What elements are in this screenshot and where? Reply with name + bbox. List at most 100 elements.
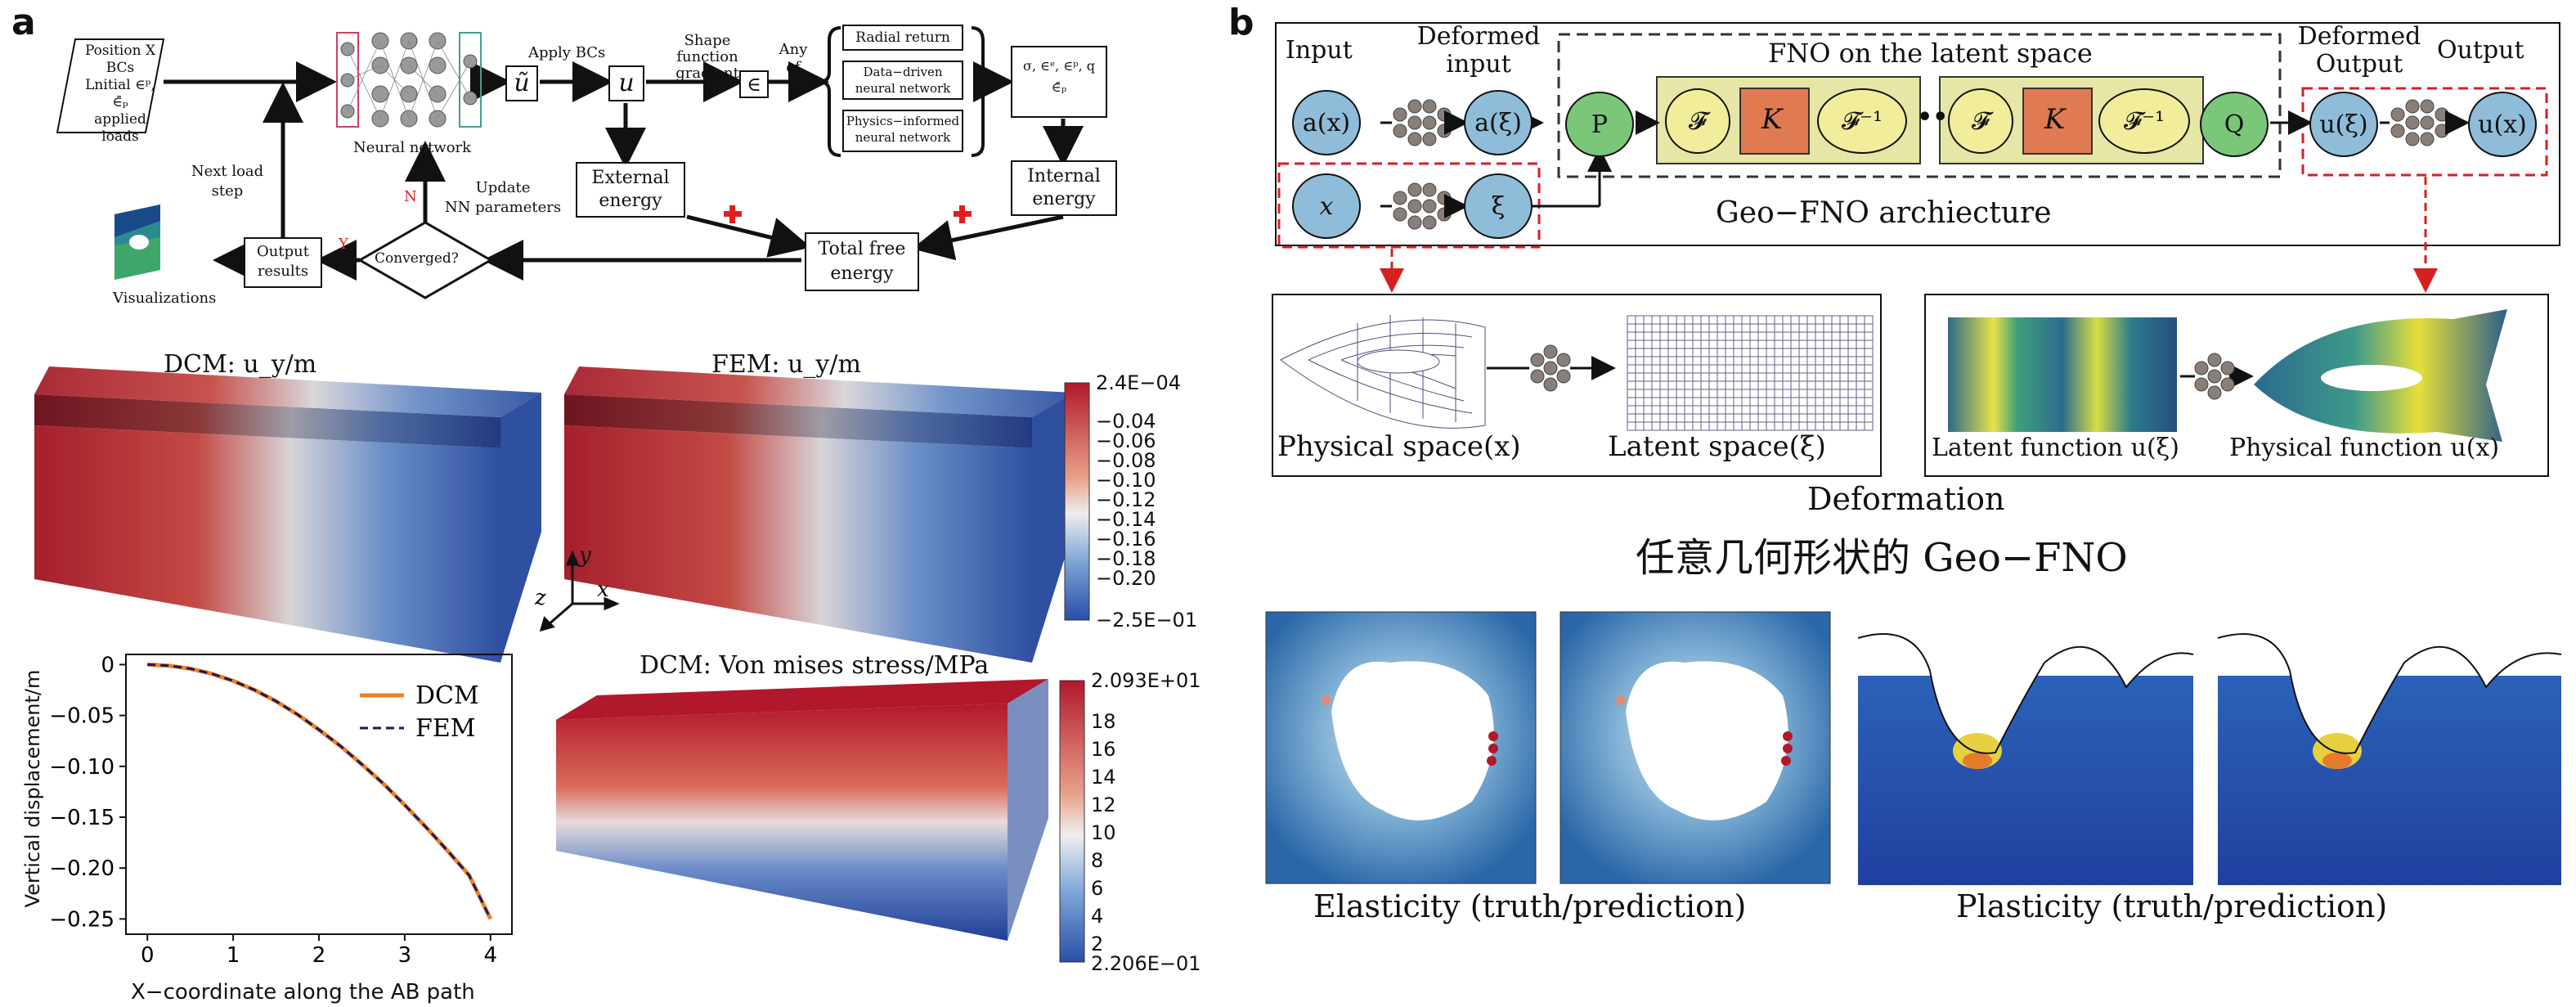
a-x-circle: a(x) [1292, 90, 1361, 155]
data-driven-box: Data−driven neural network [842, 61, 963, 100]
uy-colorbar-tick: −0.20 [1096, 567, 1156, 590]
deformation-label: Deformation [1807, 481, 2005, 517]
x-tick-label: 0 [141, 943, 155, 968]
shape-function-gradient-label: Shape function gradient [675, 32, 739, 82]
uy-colorbar-tick: −0.10 [1096, 469, 1156, 492]
yes-label: Y [339, 236, 348, 253]
y-tick-label: −0.10 [49, 755, 114, 780]
x-circle: x [1292, 173, 1361, 239]
dcm-uy-beam [34, 366, 541, 663]
uy-colorbar-tick: −0.16 [1096, 528, 1156, 551]
a-xi-circle: a(ξ) [1464, 90, 1533, 155]
update-nn-label: Update NN parameters [444, 179, 562, 216]
deformed-input-label: Deformed input [1416, 22, 1541, 79]
stress-title: DCM: Von mises stress/MPa [640, 651, 990, 680]
axis-x-label: x [597, 578, 609, 602]
stress-colorbar-tick: 18 [1091, 710, 1116, 733]
dcm-uy-title: DCM: u_y/m [164, 350, 317, 379]
uy-colorbar-tick: −0.04 [1096, 410, 1156, 433]
plasticity-label: Plasticity (truth/prediction) [1956, 888, 2388, 924]
stress-colorbar-tick: 4 [1091, 905, 1104, 928]
latent-space-label: Latent space(ξ) [1608, 430, 1826, 463]
stress-colorbar-tick: 16 [1091, 738, 1116, 761]
uy-colorbar [1064, 382, 1090, 621]
uy-colorbar-tick: 2.4E−04 [1096, 371, 1181, 394]
any-of-label: Any of [779, 41, 808, 76]
u-xi-circle: u(ξ) [2309, 92, 2378, 157]
legend-label: FEM [415, 714, 475, 743]
small-nn-icon [1530, 344, 1571, 392]
epsilon-box: ∈ [739, 70, 769, 98]
next-load-step-label: Next load step [191, 163, 264, 200]
stress-beam [556, 679, 1048, 941]
q-circle: Q [2200, 92, 2269, 157]
stress-colorbar-tick: 10 [1091, 821, 1116, 844]
input-label: Input [1286, 36, 1353, 65]
latent-function-label: Latent function u(ξ) [1932, 434, 2179, 462]
y-tick-label: −0.20 [49, 856, 114, 881]
stress-colorbar-tick: 2.093E+01 [1091, 669, 1201, 692]
stress-colorbar-tick: 6 [1091, 877, 1104, 900]
legend-label: DCM [415, 681, 479, 710]
chart-xlabel: X−coordinate along the AB path [131, 980, 475, 1005]
chinese-title: 任意几何形状的 Geo−FNO [1636, 535, 2128, 581]
input-box-text: Position X BCs Lnitial ∈ᵖ, ∈̄ₚ applied l… [84, 43, 156, 145]
stress-colorbar [1059, 680, 1085, 963]
x-tick-label: 1 [227, 943, 240, 968]
physics-informed-box: Physics−informed neural network [842, 110, 963, 152]
axis-z-label: z [535, 586, 546, 610]
plus-icon-left [724, 205, 742, 223]
u-x-circle: u(x) [2468, 92, 2537, 157]
visualization-plate-image [114, 205, 160, 280]
x-tick-label: 2 [312, 943, 326, 968]
f-circle: 𝓕 [1665, 88, 1730, 154]
k-label: K [1761, 103, 1783, 136]
fem-uy-beam [564, 366, 1073, 663]
u-tilde-box: ũ [505, 65, 538, 101]
panel-b-letter: b [1228, 2, 1254, 43]
output-results-box: Output results [244, 237, 322, 288]
y-tick-label: −0.25 [49, 907, 114, 932]
input-parallelogram [56, 38, 165, 133]
stress-colorbar-tick: 8 [1091, 849, 1104, 872]
visualizations-label: Visualizations [113, 290, 217, 307]
y-tick-label: 0 [101, 653, 114, 677]
axis-y-label: y [579, 543, 591, 568]
uy-colorbar-tick: −0.14 [1096, 508, 1156, 531]
apply-bcs-label: Apply BCs [528, 44, 606, 61]
stress-colorbar-tick: 14 [1091, 766, 1116, 789]
output-label: Output [2437, 36, 2524, 65]
uy-colorbar-tick: −0.08 [1096, 449, 1156, 472]
latent-grid-image [1627, 315, 1874, 431]
y-tick-label: −0.05 [49, 704, 114, 729]
small-nn-icon [1393, 99, 1452, 146]
f-inv-circle-2: 𝓕⁻¹ [2098, 88, 2190, 154]
f-circle-2: 𝓕 [1948, 88, 2013, 154]
plus-icon-right [954, 205, 972, 223]
x-tick-label: 3 [398, 943, 412, 968]
external-energy-box: External energy [576, 162, 685, 218]
u-box: u [608, 65, 644, 101]
neural-network-label: Neural network [353, 139, 472, 156]
panel-a-letter: a [11, 2, 36, 43]
y-tick-label: −0.15 [49, 806, 114, 830]
deformed-output-label: Deformed Output [2297, 22, 2421, 79]
p-circle: P [1565, 92, 1634, 157]
f-inv-circle: 𝓕⁻¹ [1817, 88, 1907, 154]
physical-function-label: Physical function u(x) [2229, 434, 2500, 462]
k-label-2: K [2044, 103, 2066, 136]
stress-colorbar-tick: 12 [1091, 793, 1116, 816]
series-line-fem [147, 663, 492, 919]
physical-mesh-image [1280, 315, 1486, 429]
plasticity-prediction-image [2217, 633, 2562, 885]
physical-space-label: Physical space(x) [1277, 430, 1521, 463]
fem-uy-title: FEM: u_y/m [711, 350, 861, 379]
state-variables-box: σ, ∈ᵉ, ∈ᵖ, q ∈̄ₚ [1011, 46, 1107, 118]
internal-energy-box: Internal energy [1011, 160, 1117, 216]
no-label: N [404, 188, 417, 205]
stress-colorbar-tick: 2 [1091, 933, 1104, 955]
